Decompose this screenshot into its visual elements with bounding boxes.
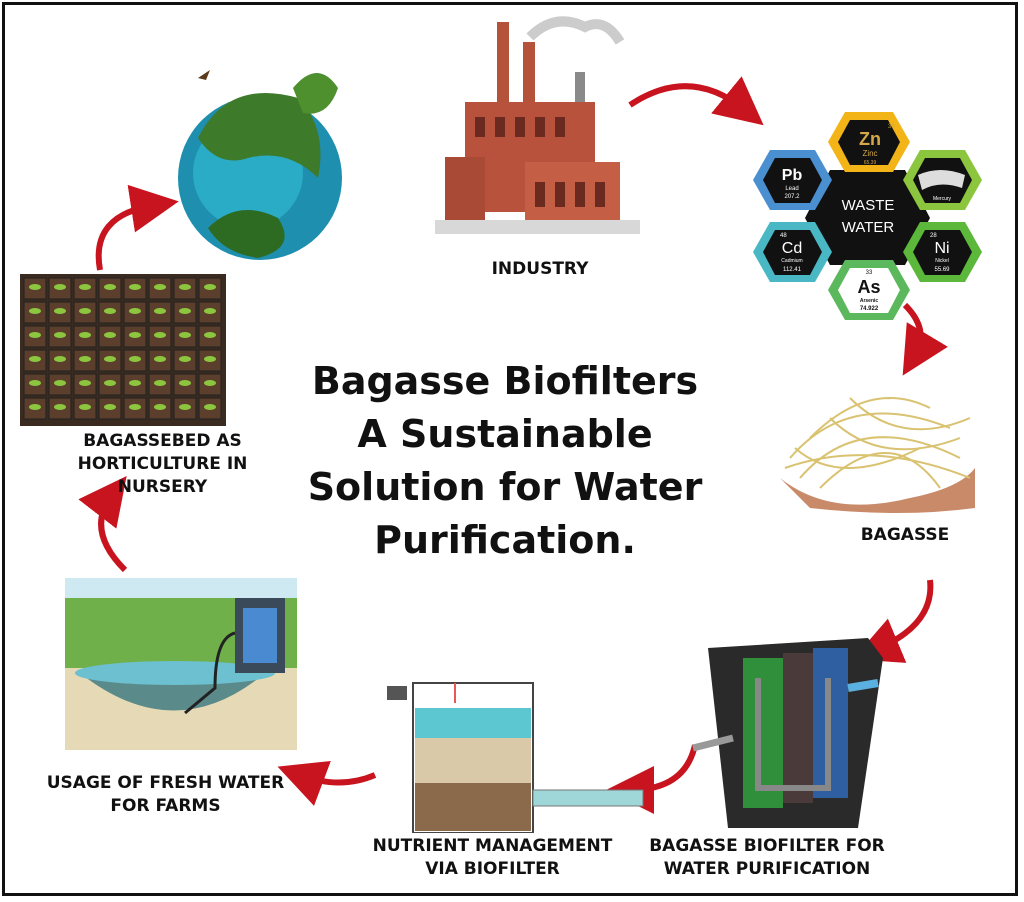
seedling-leaf (54, 308, 66, 314)
seedling-leaf (204, 380, 216, 386)
water-label: WATER (842, 219, 895, 236)
seedling-leaf (54, 380, 66, 386)
seedling-leaf (29, 284, 41, 290)
svg-text:Zinc: Zinc (862, 149, 877, 158)
svg-text:Lead: Lead (785, 186, 798, 192)
seedling-leaf (129, 284, 141, 290)
label-fresh-water: USAGE OF FRESH WATER FOR FARMS (46, 773, 285, 816)
seedling-leaf (179, 380, 191, 386)
svg-text:Pb: Pb (782, 167, 803, 184)
svg-text:Mercury: Mercury (933, 196, 952, 202)
label-biofilter: BAGASSE BIOFILTER FOR WATER PURIFICATION (649, 836, 885, 879)
seedling-leaf (204, 308, 216, 314)
nutrient-tank-image (387, 682, 644, 833)
svg-text:Cd: Cd (782, 240, 802, 257)
seedling-leaf (104, 308, 116, 314)
seedling-leaf (179, 404, 191, 410)
svg-text:28: 28 (930, 233, 937, 239)
waste-label: WASTE (842, 197, 895, 214)
seedling-leaf (79, 332, 91, 338)
svg-text:Arsenic: Arsenic (860, 298, 879, 304)
seedling-leaf (204, 332, 216, 338)
seedling-leaf (54, 356, 66, 362)
arrow-nursery-to-globe (95, 184, 179, 271)
seedling-leaf (79, 404, 91, 410)
seedling-leaf (54, 404, 66, 410)
svg-text:Nickel: Nickel (935, 258, 949, 264)
svg-text:As: As (857, 277, 880, 297)
seedling-leaf (79, 380, 91, 386)
hex-waste-water (805, 170, 930, 265)
svg-text:Zn: Zn (859, 129, 881, 149)
seedling-leaf (29, 332, 41, 338)
seedling-leaf (104, 380, 116, 386)
svg-text:30: 30 (888, 124, 895, 130)
svg-text:207.2: 207.2 (784, 194, 800, 200)
main-title: Bagasse Biofilters A Sustainable Solutio… (307, 359, 703, 562)
seedling-leaf (79, 284, 91, 290)
seedling-leaf (204, 356, 216, 362)
bagasse-biofilter-image (692, 638, 883, 828)
seedling-leaf (29, 404, 41, 410)
seedling-leaf (29, 380, 41, 386)
nursery-seedlings-image (20, 274, 226, 426)
earth-globe-image (178, 70, 342, 260)
seedling-leaf (204, 284, 216, 290)
svg-text:65.39: 65.39 (864, 160, 877, 166)
seedling-leaf (104, 284, 116, 290)
arrow-wastewater-to-bagasse (902, 302, 948, 376)
seedling-leaf (129, 404, 141, 410)
seedling-leaf (154, 380, 166, 386)
svg-text:Cadmium: Cadmium (781, 258, 802, 264)
arrow-bagasse-to-biofilter (852, 579, 934, 663)
svg-text:55.69: 55.69 (934, 267, 950, 273)
seedling-leaf (129, 356, 141, 362)
farm-pond-image (65, 578, 297, 750)
seedling-leaf (29, 356, 41, 362)
seedling-leaf (129, 308, 141, 314)
seedling-leaf (29, 308, 41, 314)
seedling-leaf (154, 284, 166, 290)
seedling-leaf (104, 356, 116, 362)
label-bagasse: BAGASSE (860, 525, 950, 545)
seedling-leaf (79, 308, 91, 314)
bagasse-image (780, 397, 975, 513)
seedling-leaf (154, 404, 166, 410)
seedling-leaf (179, 284, 191, 290)
seedling-leaf (204, 404, 216, 410)
svg-text:112.41: 112.41 (783, 267, 802, 273)
label-industry: INDUSTRY (491, 259, 589, 279)
svg-text:74.922: 74.922 (860, 306, 879, 312)
arrow-farm-to-nursery (78, 475, 128, 573)
seedling-leaf (104, 332, 116, 338)
svg-text:Ni: Ni (934, 240, 949, 257)
waste-water-hexagons: WASTE WATER 30 Zn Zinc 65.39 Pb Lead 207… (753, 112, 982, 320)
seedling-leaf (104, 404, 116, 410)
seedling-leaf (79, 356, 91, 362)
seedling-leaf (154, 356, 166, 362)
seedling-leaf (154, 332, 166, 338)
seedling-leaf (54, 332, 66, 338)
seedling-leaf (154, 308, 166, 314)
seedling-leaf (54, 284, 66, 290)
industry-factory-image (435, 16, 640, 234)
label-nutrient: NUTRIENT MANAGEMENT VIA BIOFILTER (372, 836, 613, 879)
arrow-nutrient-to-farm (277, 760, 377, 806)
seedling-leaf (179, 356, 191, 362)
svg-text:48: 48 (780, 233, 787, 239)
label-nursery: BAGASSEBED AS HORTICULTURE IN NURSERY (77, 431, 248, 497)
seedling-leaf (179, 332, 191, 338)
seedling-leaf (179, 308, 191, 314)
seedling-leaf (129, 380, 141, 386)
arrow-industry-to-wastewater (628, 76, 764, 126)
seedling-leaf (129, 332, 141, 338)
svg-text:33: 33 (866, 270, 873, 276)
